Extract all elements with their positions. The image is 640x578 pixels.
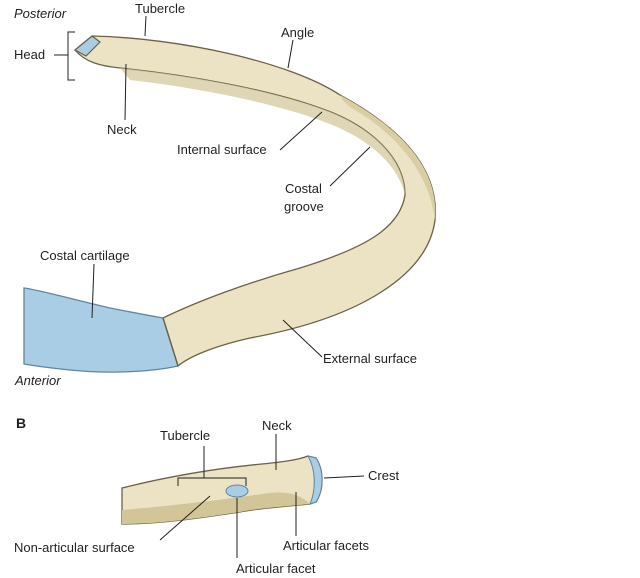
leader-angle <box>287 39 294 69</box>
label-costal-groove-1: Costal <box>285 181 322 196</box>
label-tubercle-a: Tubercle <box>135 1 185 16</box>
leader-crest <box>323 475 365 479</box>
articular-facet-shape <box>225 484 249 498</box>
costal-groove-shading <box>340 95 436 220</box>
panel-letter-b: B <box>16 415 26 431</box>
leader-tubercle-a <box>144 15 147 37</box>
leader-lines-a <box>54 15 371 358</box>
orientation-posterior: Posterior <box>14 6 67 21</box>
rib-end-shading <box>122 492 310 524</box>
rib-illustration <box>23 35 436 373</box>
tubercle-b-bracket <box>177 446 247 486</box>
leader-neck-a <box>124 63 127 121</box>
label-non-articular-surface: Non-articular surface <box>14 540 135 555</box>
leader-lines-b <box>159 434 365 558</box>
label-costal-groove-2: groove <box>284 199 324 214</box>
rib-end-illustration <box>121 455 323 525</box>
rib-head <box>73 35 101 57</box>
label-external-surface: External surface <box>323 351 417 366</box>
internal-surface-shading <box>120 68 405 195</box>
label-internal-surface: Internal surface <box>177 142 267 157</box>
costal-cartilage-shape <box>23 287 179 373</box>
label-costal-cartilage: Costal cartilage <box>40 248 130 263</box>
label-tubercle-b: Tubercle <box>160 428 210 443</box>
orientation-anterior: Anterior <box>14 373 61 388</box>
leader-non-articular <box>159 495 211 541</box>
leader-internal-surface <box>279 111 323 151</box>
label-articular-facets: Articular facets <box>283 538 369 553</box>
cartilage-joint-line <box>162 317 179 367</box>
head-bracket <box>54 31 75 81</box>
leader-costal-cartilage <box>91 263 95 319</box>
leader-external-surface <box>282 319 323 358</box>
label-neck-b: Neck <box>262 418 292 433</box>
label-articular-facet: Articular facet <box>236 561 316 576</box>
leader-costal-groove <box>329 146 371 187</box>
label-neck-a: Neck <box>107 122 137 137</box>
label-head: Head <box>14 47 45 62</box>
label-angle: Angle <box>281 25 314 40</box>
label-crest: Crest <box>368 468 399 483</box>
rib-end-head-facets <box>306 455 323 505</box>
